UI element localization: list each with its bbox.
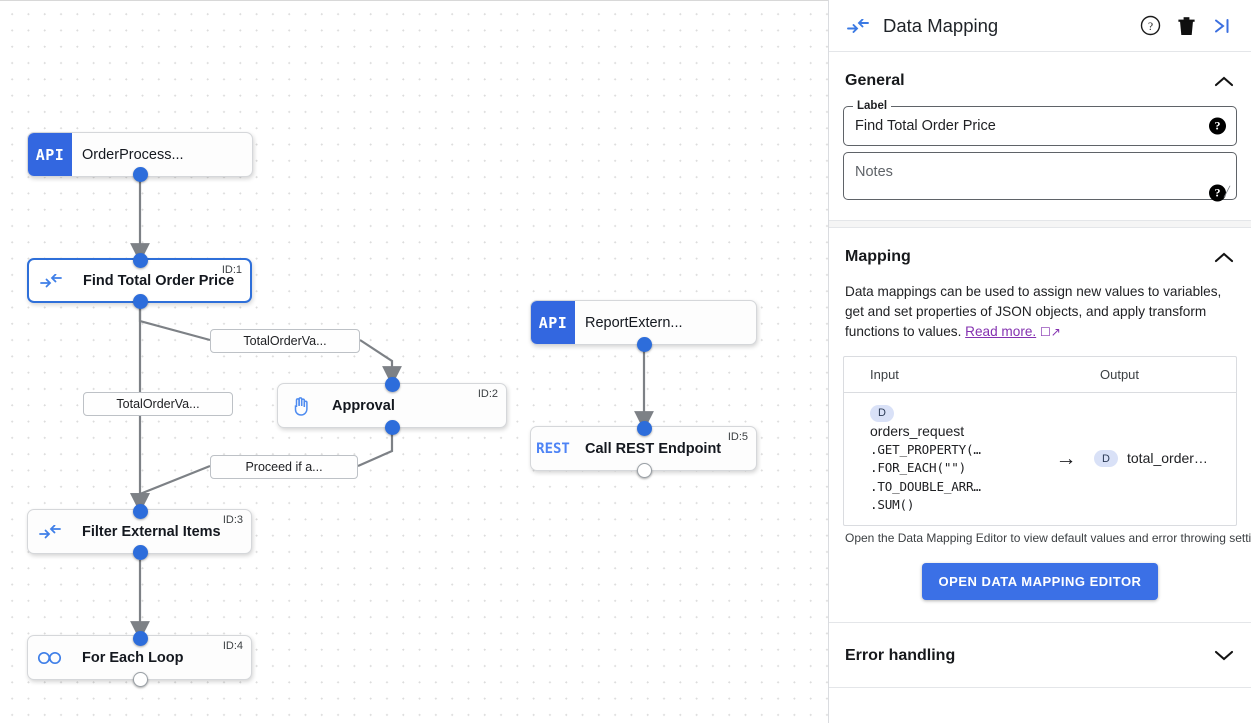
mapping-table-header: Input Output xyxy=(844,357,1236,393)
open-editor-button-wrap: OPEN DATA MAPPING EDITOR xyxy=(843,545,1237,622)
rest-icon: REST xyxy=(536,440,570,457)
flow-node-title: ReportExtern... xyxy=(585,314,683,331)
column-header-input: Input xyxy=(870,367,899,382)
column-header-output: Output xyxy=(1100,367,1140,382)
chevron-down-icon[interactable] xyxy=(1213,645,1235,667)
mapping-description: Data mappings can be used to assign new … xyxy=(843,282,1237,350)
mapping-section-header[interactable]: Mapping xyxy=(843,228,1237,282)
input-transform-4: .SUM() xyxy=(870,497,915,512)
flow-node-title: For Each Loop xyxy=(82,649,184,666)
data-mapping-icon xyxy=(845,18,871,33)
flow-edges xyxy=(130,181,654,641)
flow-node-output-port[interactable] xyxy=(133,294,148,309)
mapping-description-text: Data mappings can be used to assign new … xyxy=(845,284,1222,339)
flow-node-title: Call REST Endpoint xyxy=(585,440,722,457)
flow-canvas[interactable]: API OrderProcess... Find Total Order Pri… xyxy=(0,0,828,723)
table-row[interactable]: D orders_request .GET_PROPERTY(… .FOR_EA… xyxy=(844,393,1236,525)
flow-node-id: ID:3 xyxy=(222,514,243,526)
api-icon: API xyxy=(28,133,72,176)
edge-label-totalordervalue-left[interactable]: TotalOrderVa... xyxy=(83,392,233,416)
mapping-output-cell: D total_order… xyxy=(1094,449,1236,468)
resize-handle[interactable]: ╱ xyxy=(1224,187,1231,198)
chevron-up-icon[interactable] xyxy=(1213,70,1235,92)
edge-label-totalordervalue-upper[interactable]: TotalOrderVa... xyxy=(210,329,360,353)
flow-node-title: Approval xyxy=(332,397,395,414)
mapping-input-cell: D orders_request .GET_PROPERTY(… .FOR_EA… xyxy=(844,403,1038,515)
mapping-table: Input Output D orders_request .GET_PROPE… xyxy=(843,356,1237,526)
section-divider xyxy=(829,220,1251,228)
panel-header: Data Mapping ? xyxy=(829,0,1251,52)
flow-node-id: ID:2 xyxy=(477,388,498,400)
hand-approval-icon xyxy=(278,384,322,427)
flow-node-id: ID:4 xyxy=(222,640,243,652)
flow-node-title: Filter External Items xyxy=(82,523,221,540)
api-icon: API xyxy=(531,301,575,344)
error-handling-section: Error handling xyxy=(829,623,1251,687)
general-section-header[interactable]: General xyxy=(843,52,1237,106)
flow-node-input-port[interactable] xyxy=(133,253,148,268)
flow-node-id: ID:5 xyxy=(727,431,748,443)
loop-infinity-icon xyxy=(28,636,72,679)
general-section: General Label Find Total Order Price ? N… xyxy=(829,52,1251,206)
flow-node-input-port[interactable] xyxy=(637,421,652,436)
flow-node-input-port[interactable] xyxy=(133,504,148,519)
chevron-up-icon[interactable] xyxy=(1213,246,1235,268)
help-icon[interactable]: ? xyxy=(1209,184,1226,202)
output-variable-name: total_order… xyxy=(1127,450,1208,467)
help-icon[interactable]: ? xyxy=(1209,117,1226,135)
mapping-section-title: Mapping xyxy=(845,248,911,265)
flow-node-output-port[interactable] xyxy=(133,167,148,182)
data-mapping-icon xyxy=(28,510,72,553)
input-transform-2: .FOR_EACH("") xyxy=(870,460,966,475)
help-circle-icon[interactable]: ? xyxy=(1135,11,1165,41)
collapse-panel-icon[interactable] xyxy=(1207,11,1237,41)
external-link-icon[interactable]: ☐↗ xyxy=(1039,325,1061,339)
input-variable-name: orders_request xyxy=(870,422,965,439)
page-title: Data Mapping xyxy=(883,14,999,36)
flow-node-output-port[interactable] xyxy=(637,463,652,478)
data-mapping-icon xyxy=(29,260,73,301)
mapping-section: Mapping Data mappings can be used to ass… xyxy=(829,228,1251,622)
flow-node-output-port[interactable] xyxy=(385,420,400,435)
label-field-legend: Label xyxy=(853,100,892,112)
section-divider xyxy=(829,621,1251,623)
label-field[interactable]: Label Find Total Order Price ? xyxy=(843,100,1237,146)
read-more-link[interactable]: Read more. xyxy=(965,324,1037,339)
flow-node-input-port[interactable] xyxy=(385,377,400,392)
section-divider xyxy=(829,686,1251,688)
input-type-badge: D xyxy=(870,404,894,422)
general-section-title: General xyxy=(845,72,905,89)
trash-icon[interactable] xyxy=(1171,11,1201,41)
error-handling-section-header[interactable]: Error handling xyxy=(843,623,1237,687)
flow-node-reportextern[interactable]: API ReportExtern... xyxy=(530,300,757,345)
flow-node-title: Find Total Order Price xyxy=(83,272,235,289)
input-transform-3: .TO_DOUBLE_ARR… xyxy=(870,478,981,494)
label-field-value: Find Total Order Price xyxy=(855,118,996,134)
input-transform-1: .GET_PROPERTY(… xyxy=(870,441,981,457)
flow-node-output-port[interactable] xyxy=(637,337,652,352)
open-data-mapping-editor-button[interactable]: OPEN DATA MAPPING EDITOR xyxy=(921,562,1159,600)
flow-node-input-port[interactable] xyxy=(133,631,148,646)
flow-node-title: OrderProcess... xyxy=(82,146,184,163)
mapping-arrow-icon: → xyxy=(1055,446,1077,470)
output-type-badge: D xyxy=(1094,450,1118,468)
edge-label-proceed-if-approved[interactable]: Proceed if a... xyxy=(210,455,358,479)
flow-node-output-port[interactable] xyxy=(133,672,148,687)
mapping-note: Open the Data Mapping Editor to view def… xyxy=(845,530,1251,545)
flow-node-id: ID:1 xyxy=(221,264,242,276)
svg-text:?: ? xyxy=(1147,21,1152,33)
error-handling-section-title: Error handling xyxy=(845,646,956,664)
flow-node-output-port[interactable] xyxy=(133,545,148,560)
notes-field[interactable]: Notes ? ╱ xyxy=(843,152,1237,202)
properties-panel: Data Mapping ? General Label Find Total xyxy=(828,0,1251,723)
notes-field-placeholder: Notes xyxy=(855,164,893,180)
